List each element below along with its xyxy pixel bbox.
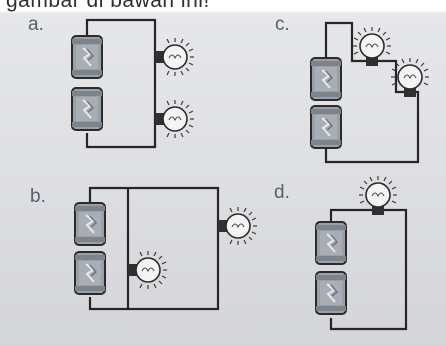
panel-label-a: a. (28, 14, 44, 35)
light-bulb-icon (154, 99, 195, 139)
battery-icon (71, 35, 103, 79)
question-text: gambar di bawah ini! (6, 0, 210, 12)
light-bulb-icon (154, 37, 195, 77)
circuit-a (71, 18, 195, 149)
battery-icon (74, 202, 106, 246)
panel-label-b: b. (30, 186, 46, 207)
battery-icon (315, 221, 347, 265)
light-bulb-icon (217, 206, 258, 246)
battery-icon (310, 105, 342, 149)
battery-icon (315, 271, 347, 315)
circuit-c (310, 21, 430, 164)
battery-icon (74, 251, 106, 295)
light-bulb-icon (127, 250, 168, 290)
battery-icon (310, 57, 342, 101)
battery-icon (71, 87, 103, 131)
panel-label-c: c. (275, 14, 290, 35)
circuit-b (74, 186, 258, 311)
circuit-d (315, 175, 408, 331)
panel-label-d: d. (274, 182, 290, 203)
